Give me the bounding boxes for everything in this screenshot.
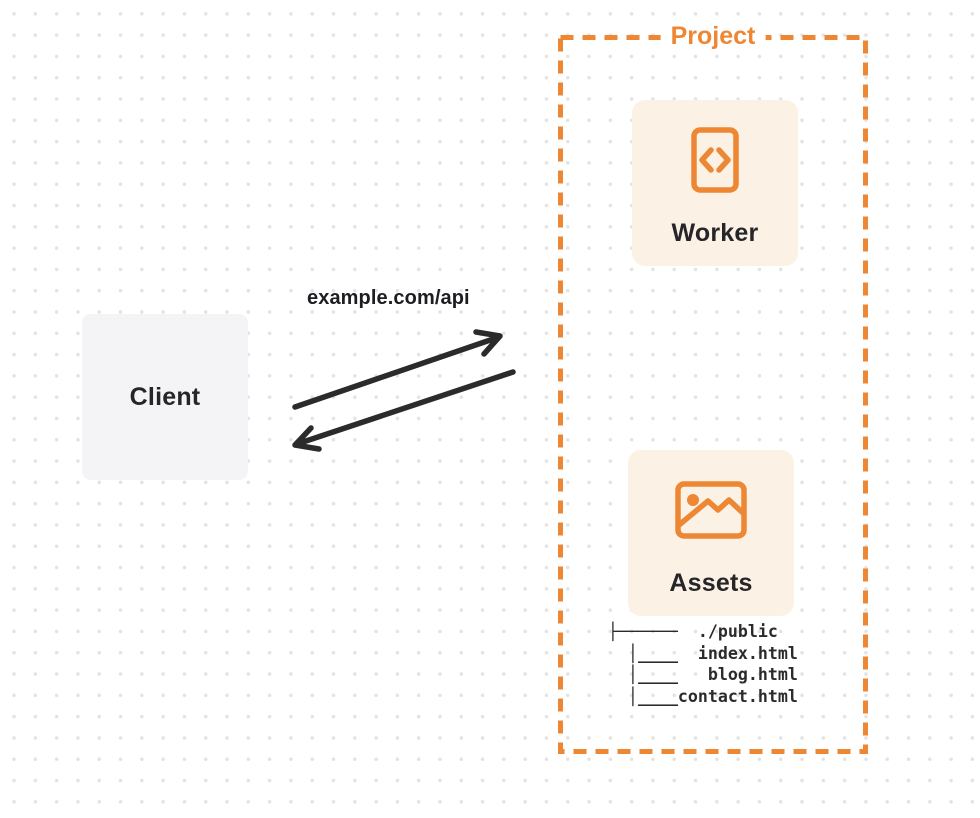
image-icon [675,477,747,543]
tree-file-line: │____contact.html [608,686,798,706]
client-node: Client [82,314,248,480]
request-response-arrows [292,329,516,452]
request-url-label: example.com/api [307,287,470,309]
code-file-icon [685,127,745,193]
assets-file-tree: ├────── ./public │____ index.html │____ … [608,621,798,707]
assets-label: Assets [669,569,753,597]
worker-label: Worker [671,219,759,247]
assets-node: Assets [628,450,794,616]
tree-file-line: │____ index.html [608,643,798,663]
worker-node: Worker [632,100,798,266]
response-arrow [292,369,516,452]
project-label: Project [660,19,766,53]
project-boundary: Project Worker Assets [558,19,868,754]
tree-file-line: │____ blog.html [608,665,798,684]
request-arrow [292,329,503,410]
tree-root-line: ├────── ./public [608,622,778,641]
project-dashed-border [558,35,868,754]
client-label: Client [129,382,201,411]
